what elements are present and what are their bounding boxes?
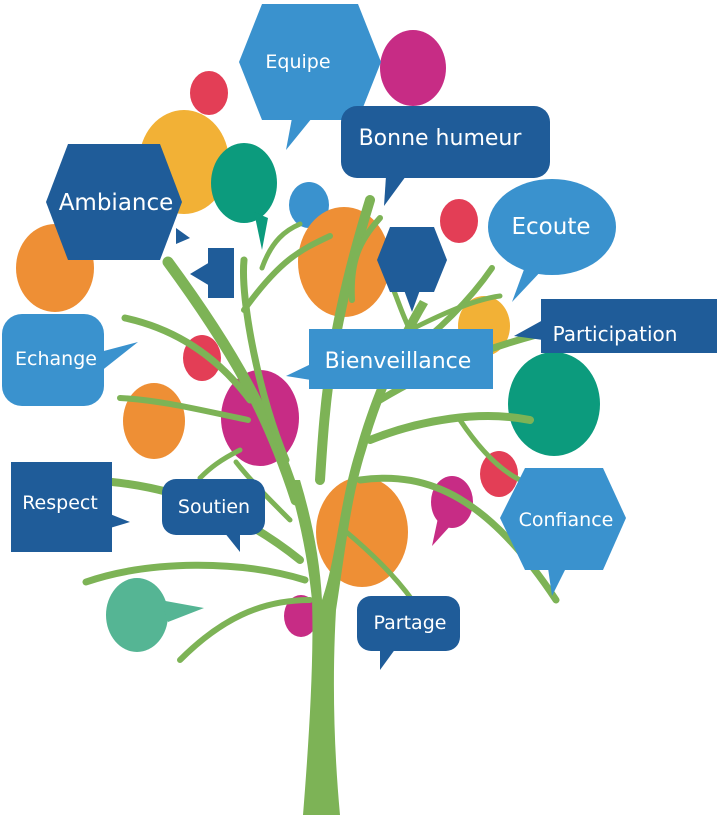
ecoute-label: Ecoute — [512, 214, 591, 240]
participation-bubble: Participation — [514, 299, 717, 353]
leaf-red-top — [190, 71, 228, 115]
participation-label: Participation — [553, 322, 678, 346]
leaf-orange-lower — [316, 477, 408, 587]
partage-bubble: Partage — [357, 596, 460, 670]
leaf-red-mid — [440, 199, 478, 243]
leaf-mint-bubble — [106, 578, 204, 652]
dark-blue-tag-shape — [190, 248, 234, 298]
dark-blue-hexagon-shape — [377, 227, 447, 312]
equipe-bubble: Equipe — [239, 4, 381, 150]
tree-trunk — [288, 300, 428, 815]
equipe-label: Equipe — [265, 51, 330, 73]
partage-label: Partage — [374, 612, 447, 634]
ambiance-label: Ambiance — [59, 190, 174, 216]
ambiance-bubble: Ambiance — [46, 144, 190, 260]
bienveillance-label: Bienveillance — [325, 349, 472, 374]
ecoute-bubble: Ecoute — [488, 179, 616, 302]
soutien-bubble: Soutien — [162, 479, 265, 552]
echange-bubble: Echange — [2, 314, 138, 406]
leaf-magenta-top — [380, 30, 446, 106]
leaf-magenta-bottom — [284, 595, 318, 637]
bonne-humeur-bubble: Bonne humeur — [341, 106, 550, 206]
leaf-orange-lower-left — [123, 383, 185, 459]
bienveillance-bubble: Bienveillance — [286, 329, 493, 389]
leaf-teal-bubble — [211, 143, 277, 250]
leaf-red-right — [480, 451, 518, 497]
respect-label: Respect — [22, 492, 98, 514]
respect-bubble: Respect — [11, 462, 130, 552]
confiance-bubble: Confiance — [500, 468, 626, 596]
leaf-teal-right — [508, 352, 600, 456]
echange-label: Echange — [15, 348, 97, 370]
confiance-label: Confiance — [519, 509, 614, 531]
bonne-humeur-label: Bonne humeur — [359, 126, 523, 151]
soutien-label: Soutien — [178, 496, 250, 518]
